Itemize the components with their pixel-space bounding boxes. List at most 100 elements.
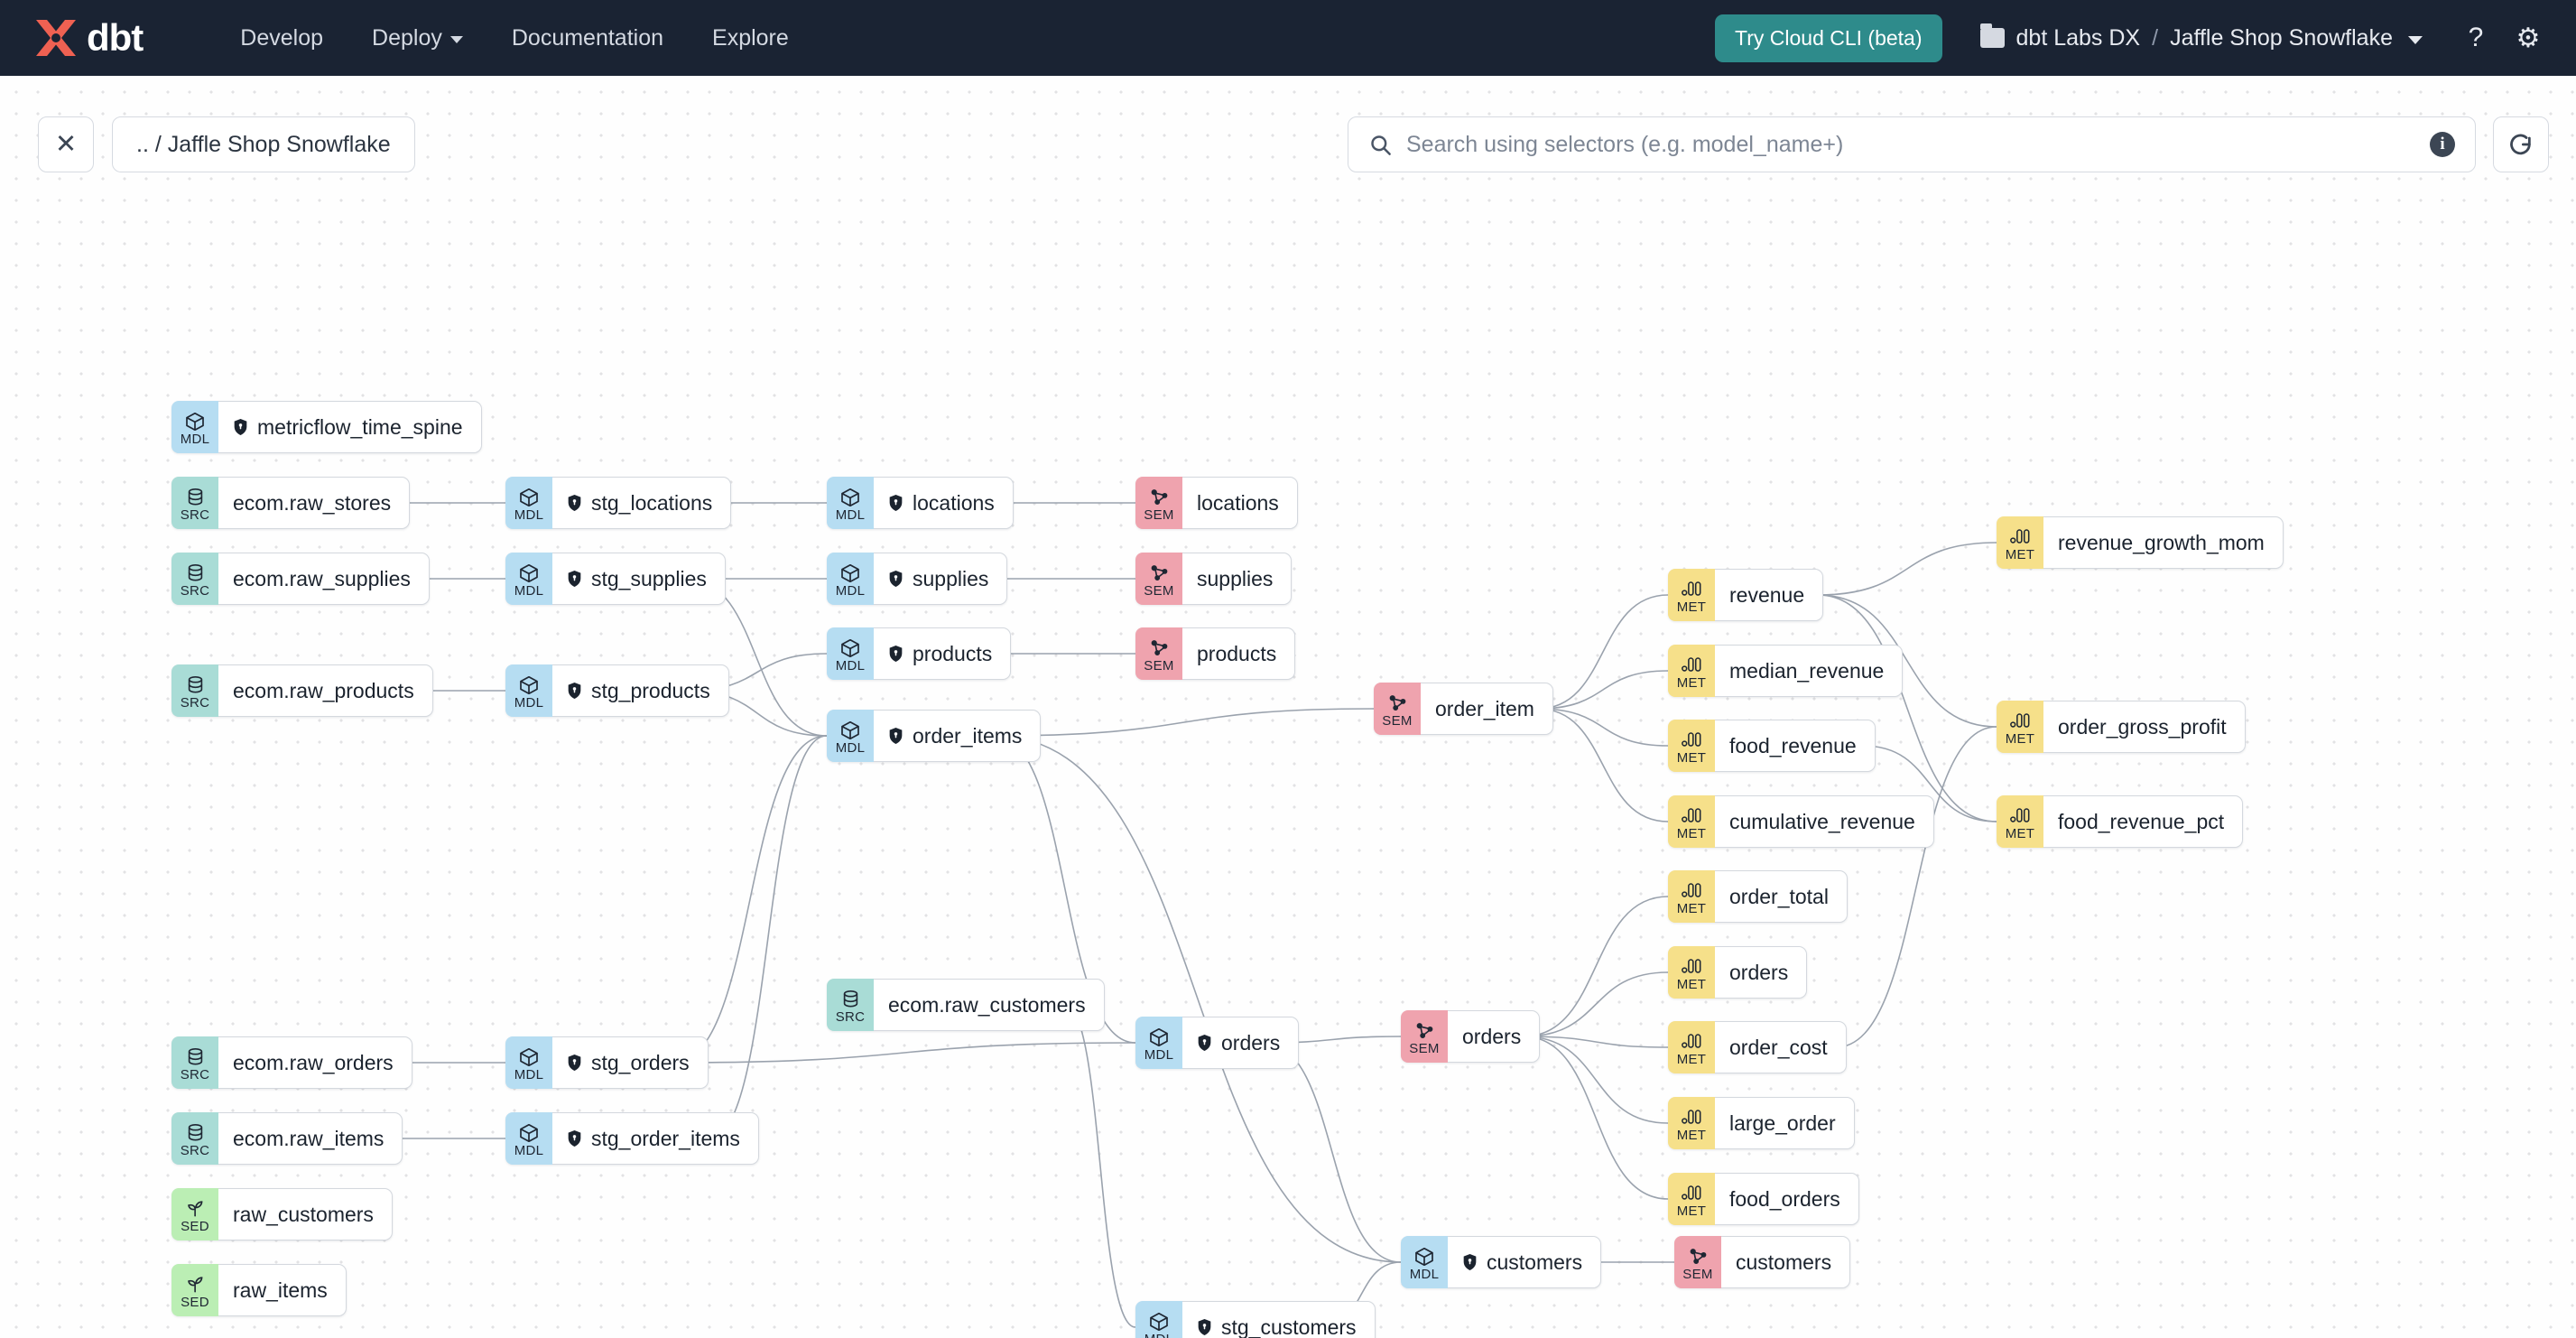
nav-label-deploy: Deploy <box>372 24 442 51</box>
node-type-abbr: SRC <box>180 582 210 599</box>
bar-chart-icon: MET <box>1668 795 1715 848</box>
node-label: stg_supplies <box>591 566 707 590</box>
shield-icon <box>568 683 581 699</box>
node-type-abbr: MET <box>1676 825 1707 841</box>
bar-chart-icon: MET <box>1997 516 2043 569</box>
graph-node-met_food_revenue[interactable]: MET food_revenue <box>1668 720 1876 772</box>
node-label: locations <box>913 490 995 515</box>
node-label: food_revenue_pct <box>2058 809 2225 833</box>
refresh-button[interactable] <box>2493 116 2549 172</box>
breadcrumb-chip[interactable]: .. / Jaffle Shop Snowflake <box>112 116 415 172</box>
account-project-breadcrumb: dbt Labs DX / Jaffle Shop Snowflake <box>1979 23 2423 51</box>
nav-item-documentation[interactable]: Documentation <box>512 25 663 51</box>
refresh-icon <box>2510 134 2531 155</box>
lineage-edge <box>1537 708 1669 747</box>
bar-chart-icon: MET <box>1668 720 1715 772</box>
node-type-abbr: SEM <box>1382 712 1413 729</box>
node-label: order_cost <box>1729 1035 1828 1059</box>
node-body: revenue_growth_mom <box>2043 516 2284 569</box>
node-label: revenue_growth_mom <box>2058 530 2265 554</box>
search-input[interactable] <box>1406 131 2430 158</box>
graph-node-met_order_cost[interactable]: MET order_cost <box>1668 1021 1847 1073</box>
try-cloud-cli-button[interactable]: Try Cloud CLI (beta) <box>1715 14 1942 62</box>
database-icon: SRC <box>827 979 874 1031</box>
node-label: ecom.raw_customers <box>888 992 1086 1017</box>
node-type-abbr: SRC <box>180 506 210 523</box>
seedling-icon-glyph <box>185 1198 206 1220</box>
chevron-down-icon[interactable] <box>2408 35 2423 44</box>
graph-node-mdl_locations[interactable]: MDL locations <box>827 477 1014 529</box>
node-type-abbr: MDL <box>835 506 866 523</box>
node-body: median_revenue <box>1715 645 1904 697</box>
node-label: revenue <box>1729 582 1805 607</box>
node-type-abbr: MET <box>1676 674 1707 691</box>
info-icon[interactable]: i <box>2430 132 2455 157</box>
dbt-logo[interactable]: dbt <box>31 16 144 60</box>
search-bar[interactable]: i <box>1348 116 2476 172</box>
node-type-abbr: MET <box>1676 900 1707 916</box>
node-body: order_item <box>1421 683 1553 735</box>
node-body: ecom.raw_products <box>218 664 433 717</box>
node-body: ecom.raw_items <box>218 1112 403 1165</box>
nav-item-explore[interactable]: Explore <box>712 25 789 51</box>
node-type-abbr: MET <box>1676 749 1707 766</box>
node-body: food_revenue <box>1715 720 1876 772</box>
bar-chart-icon-glyph <box>1681 805 1703 827</box>
node-label: metricflow_time_spine <box>257 414 463 439</box>
graph-node-sem_order_item[interactable]: SEM order_item <box>1374 683 1553 735</box>
node-body: stg_order_items <box>552 1112 759 1165</box>
node-type-abbr: SRC <box>180 1142 210 1158</box>
semantic-graph-icon: SEM <box>1374 683 1421 735</box>
node-body: stg_orders <box>552 1036 709 1089</box>
nav-item-develop[interactable]: Develop <box>240 25 323 51</box>
bar-chart-icon: MET <box>1668 1097 1715 1149</box>
graph-node-ecom_raw_customers[interactable]: SRC ecom.raw_customers <box>827 979 1105 1031</box>
graph-node-met_revenue_growth_mom[interactable]: MET revenue_growth_mom <box>1997 516 2284 569</box>
project-name[interactable]: Jaffle Shop Snowflake <box>2170 24 2393 51</box>
nav-item-deploy[interactable]: Deploy <box>372 25 463 51</box>
node-body: revenue <box>1715 569 1824 621</box>
lineage-edge <box>994 708 1375 737</box>
cube-icon: MDL <box>1135 1017 1182 1069</box>
gear-icon[interactable]: ⚙ <box>2516 23 2541 53</box>
close-button[interactable]: ✕ <box>38 116 94 172</box>
account-name[interactable]: dbt Labs DX <box>2015 24 2141 51</box>
help-icon[interactable]: ? <box>2468 23 2484 52</box>
graph-node-ecom_raw_items[interactable]: SRC ecom.raw_items <box>171 1112 403 1165</box>
database-icon-glyph <box>185 674 206 696</box>
bar-chart-icon: MET <box>1668 1021 1715 1073</box>
graph-node-met_median_revenue[interactable]: MET median_revenue <box>1668 645 1904 697</box>
